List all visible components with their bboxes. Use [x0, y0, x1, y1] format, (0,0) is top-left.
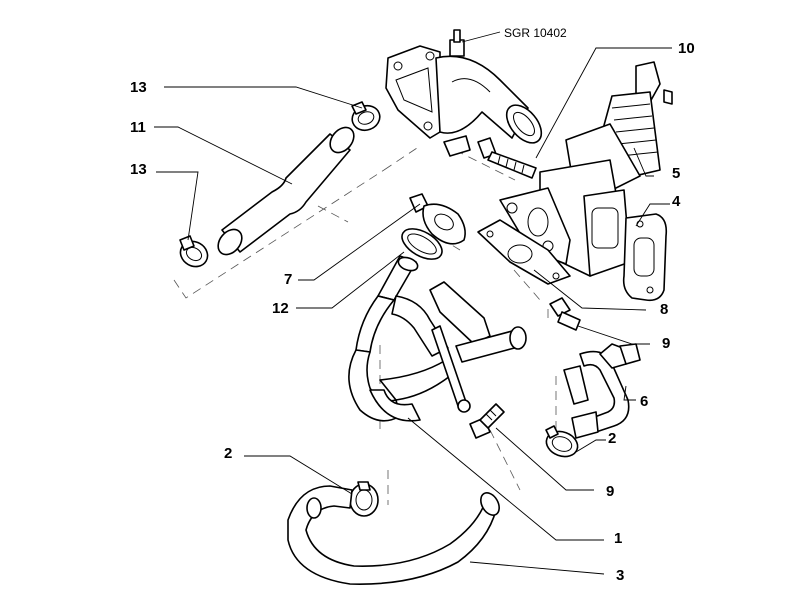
callout-13-lower: 13	[130, 161, 147, 178]
egr-mounting-bolt	[477, 137, 537, 179]
upper-coolant-hose	[217, 126, 355, 256]
hose-clamp-left	[349, 481, 379, 517]
callout-labels: 10 13 11 13 5 4 7 12 8 9 6 2 2 9 1 3	[130, 40, 695, 584]
callout-10: 10	[678, 40, 695, 57]
hose-clamp-lower-left	[179, 235, 209, 268]
callout-8: 8	[660, 301, 668, 318]
hose-clamp-upper	[351, 101, 381, 132]
callout-1: 1	[614, 530, 622, 547]
hose-clamp-right	[545, 425, 579, 458]
callout-11: 11	[130, 119, 146, 136]
pipe-clip	[409, 193, 466, 245]
egr-flange-gasket	[622, 213, 668, 302]
coolant-pipe	[563, 343, 641, 439]
leader-lines	[154, 31, 672, 575]
callout-5: 5	[672, 165, 680, 182]
egr-valve	[499, 61, 673, 277]
callout-9-lower: 9	[606, 483, 614, 500]
callout-9-upper: 9	[662, 335, 670, 352]
callout-4: 4	[672, 193, 681, 210]
callout-13-upper: 13	[130, 79, 147, 96]
callout-3: 3	[616, 567, 624, 584]
o-ring-seal	[401, 228, 443, 260]
callout-7: 7	[284, 271, 292, 288]
lower-coolant-hose	[287, 485, 500, 585]
callout-2-left: 2	[224, 445, 232, 462]
egr-pipe-assembly	[348, 255, 527, 422]
thermostat-housing	[385, 29, 543, 157]
callout-2-right: 2	[608, 430, 616, 447]
callout-12: 12	[272, 300, 289, 317]
bolt-lower	[469, 403, 505, 439]
assembly-dashed-lines	[173, 145, 557, 505]
callout-6: 6	[640, 393, 648, 410]
manifold-gasket	[477, 219, 571, 285]
drawing-reference-code: SGR 10402	[504, 26, 567, 40]
bolt-upper	[549, 297, 581, 331]
